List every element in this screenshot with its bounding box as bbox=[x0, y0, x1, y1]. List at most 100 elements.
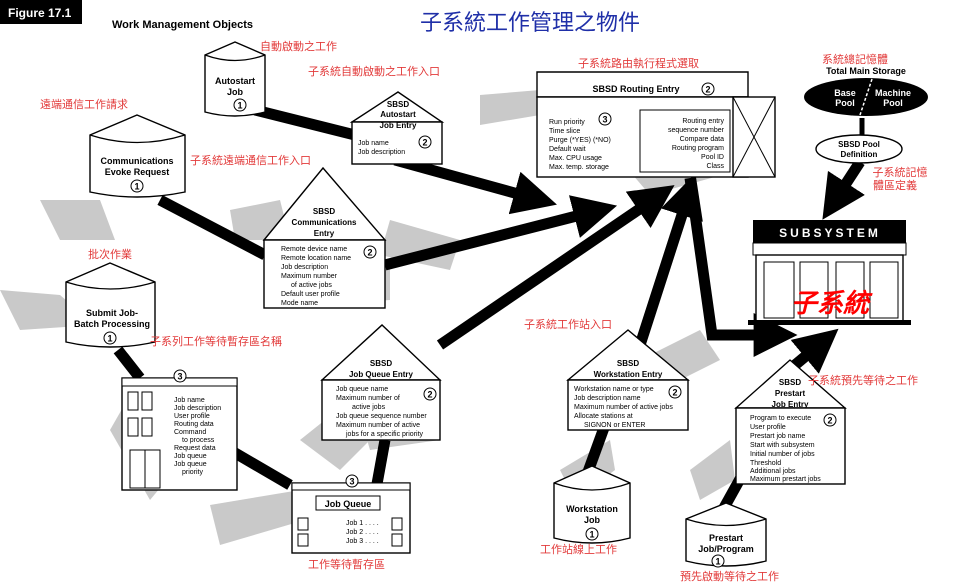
routing-left-item-2: Purge (*YES) (*NO) bbox=[549, 137, 611, 144]
prestart-entry-item-2: Prestart job name bbox=[750, 433, 805, 440]
comm-entry-item-3: Maximum number bbox=[281, 273, 338, 280]
prestart-job-num: 1 bbox=[715, 557, 720, 567]
autostart-entry-item-0: Job name bbox=[358, 140, 389, 147]
jobq-entry-item-2: active jobs bbox=[352, 404, 386, 411]
figure-header: Figure 17.1 Work Management Objects 子系統工… bbox=[0, 0, 640, 36]
routing-right-item-3: Routing program bbox=[672, 145, 724, 152]
comm-entry-item-1: Remote location name bbox=[281, 255, 351, 262]
jobq-entry-item-1: Maximum number of bbox=[336, 395, 400, 402]
routing-entry-building: SBSD Routing Entry 2 3 Run priority Time… bbox=[536, 71, 776, 178]
job-attrs-item-0: Job name bbox=[174, 397, 205, 404]
routing-title: SBSD Routing Entry bbox=[593, 84, 680, 94]
arrow-prestart-entry-to-subsystem bbox=[790, 328, 839, 374]
jobq-entry-item-0: Job queue name bbox=[336, 386, 388, 393]
prestart-entry-item-7: Maximum prestart jobs bbox=[750, 476, 821, 483]
job-attrs-item-7: Job queue bbox=[174, 453, 207, 460]
arrow-ws-entry-to-routing bbox=[634, 173, 703, 347]
routing-right-item-0: Routing entry bbox=[682, 118, 724, 125]
autostart-entry-annotation: 子系統自動啟動之工作入口 bbox=[308, 64, 440, 78]
job-attrs-item-1: Job description bbox=[174, 405, 221, 412]
comm-entry-title3: Entry bbox=[314, 229, 335, 238]
arrow-pool-to-subsystem bbox=[822, 158, 865, 220]
arrow-routing-to-subsystem bbox=[684, 177, 798, 357]
routing-right-item-4: Pool ID bbox=[701, 154, 724, 161]
prestart-entry-item-3: Start with subsystem bbox=[750, 442, 815, 449]
routing-left-item-1: Time slice bbox=[549, 128, 580, 135]
job-queue-item-2: Job 3 . . . . bbox=[346, 538, 379, 545]
autostart-entry-item-1: Job description bbox=[358, 149, 405, 156]
prestart-entry-item-0: Program to execute bbox=[750, 415, 811, 422]
job-queue-title: Job Queue bbox=[325, 499, 372, 509]
comm-evoke-line2: Evoke Request bbox=[105, 167, 170, 177]
jobq-entry-annotation: 子系列工作等待暫存區名稱 bbox=[150, 334, 282, 348]
comm-entry-title1: SBSD bbox=[313, 207, 335, 216]
pool-def-line2: Definition bbox=[841, 150, 878, 159]
prestart-entry-title2: Prestart bbox=[775, 389, 806, 398]
routing-class-num: 3 bbox=[602, 115, 607, 125]
jobq-entry-item-5: jobs for a specific priority bbox=[345, 431, 424, 438]
ws-job-line1: Workstation bbox=[566, 504, 618, 514]
autostart-entry-title3: Job Entry bbox=[380, 121, 417, 130]
prestart-job-annotation: 預先啟動等待之工作 bbox=[680, 569, 779, 583]
subsystem-banner: SUBSYSTEM bbox=[779, 226, 881, 240]
job-attrs-item-9: priority bbox=[182, 469, 204, 476]
ws-entry-item-1: Job description name bbox=[574, 395, 641, 402]
job-queue-annotation: 工作等待暫存區 bbox=[308, 557, 385, 571]
total-main-storage: Total Main Storage Base Pool Machine Poo… bbox=[804, 66, 928, 116]
comm-evoke-num: 1 bbox=[134, 182, 139, 192]
figure-subtitle: Work Management Objects bbox=[112, 19, 253, 31]
comm-entry-item-5: Default user profile bbox=[281, 291, 340, 298]
ws-entry-item-4: SIGNON or ENTER bbox=[584, 422, 645, 429]
chinese-title: 子系統工作管理之物件 bbox=[420, 11, 640, 36]
prestart-job-line2: Job/Program bbox=[698, 544, 754, 554]
comm-entry-item-4: of active jobs bbox=[291, 282, 332, 289]
job-queue-building: Job Queue 3 Job 1 . . . . Job 2 . . . . … bbox=[291, 474, 411, 554]
autostart-entry-title1: SBSD bbox=[387, 100, 409, 109]
routing-left-item-0: Run priority bbox=[549, 119, 585, 126]
ws-entry-item-3: Allocate stations at bbox=[574, 413, 633, 420]
arrow-comm-to-entry bbox=[157, 195, 268, 260]
arrow-submit-to-attrs bbox=[113, 346, 145, 382]
routing-num: 2 bbox=[705, 85, 710, 95]
pool-def-annotation-2: 體區定義 bbox=[873, 178, 917, 192]
storage-title: Total Main Storage bbox=[826, 66, 906, 76]
job-attrs-item-2: User profile bbox=[174, 413, 210, 420]
jobq-entry-item-4: Maximum number of active bbox=[336, 422, 420, 429]
storage-annotation: 系統總記憶體 bbox=[822, 52, 888, 66]
routing-left-item-3: Default wait bbox=[549, 146, 586, 153]
comm-entry-item-0: Remote device name bbox=[281, 246, 347, 253]
comm-entry-item-6: Mode name bbox=[281, 300, 318, 307]
autostart-line1: Autostart bbox=[215, 76, 255, 86]
arrow-jobq-entry-to-routing bbox=[436, 185, 675, 350]
comm-evoke-annotation: 遠端通信工作請求 bbox=[40, 97, 128, 111]
figure-label: Figure 17.1 bbox=[8, 6, 72, 20]
prestart-entry-title1: SBSD bbox=[779, 378, 801, 387]
prestart-entry-item-6: Additional jobs bbox=[750, 468, 796, 475]
routing-right-item-2: Compare data bbox=[680, 136, 724, 143]
comm-evoke-node: Communications Evoke Request 1 bbox=[89, 114, 186, 198]
ws-entry-num: 2 bbox=[672, 388, 677, 398]
arrow-attrs-to-queue bbox=[227, 445, 293, 490]
pool-def-line1: SBSD Pool bbox=[838, 140, 880, 149]
job-queue-entry: SBSD Job Queue Entry 2 Job queue name Ma… bbox=[320, 324, 442, 441]
job-queue-item-1: Job 2 . . . . bbox=[346, 529, 379, 536]
prestart-entry-title3: Job Entry bbox=[772, 400, 809, 409]
machine-pool-line2: Pool bbox=[883, 98, 903, 108]
job-queue-item-0: Job 1 . . . . bbox=[346, 520, 379, 527]
base-pool-line1: Base bbox=[834, 88, 856, 98]
submit-job-node: Submit Job- Batch Processing 1 bbox=[65, 262, 156, 348]
comm-entry: SBSD Communications Entry 2 Remote devic… bbox=[262, 166, 387, 309]
comm-entry-annotation: 子系統遠端通信工作入口 bbox=[190, 153, 311, 167]
comm-entry-title2: Communications bbox=[292, 218, 357, 227]
workstation-entry: SBSD Workstation Entry 2 Workstation nam… bbox=[566, 329, 690, 431]
prestart-entry-item-4: Initial number of jobs bbox=[750, 451, 815, 458]
ws-job-annotation: 工作站線上工作 bbox=[540, 542, 617, 556]
pool-definition: SBSD Pool Definition bbox=[815, 134, 903, 164]
arrow-autostart-entry-to-routing bbox=[393, 154, 557, 215]
jobq-entry-item-3: Job queue sequence number bbox=[336, 413, 427, 420]
subsystem-cn-label: 子系統 bbox=[791, 289, 873, 319]
job-attrs-num: 3 bbox=[177, 372, 182, 382]
ws-entry-item-0: Workstation name or type bbox=[574, 386, 654, 393]
comm-entry-item-2: Job description bbox=[281, 264, 328, 271]
